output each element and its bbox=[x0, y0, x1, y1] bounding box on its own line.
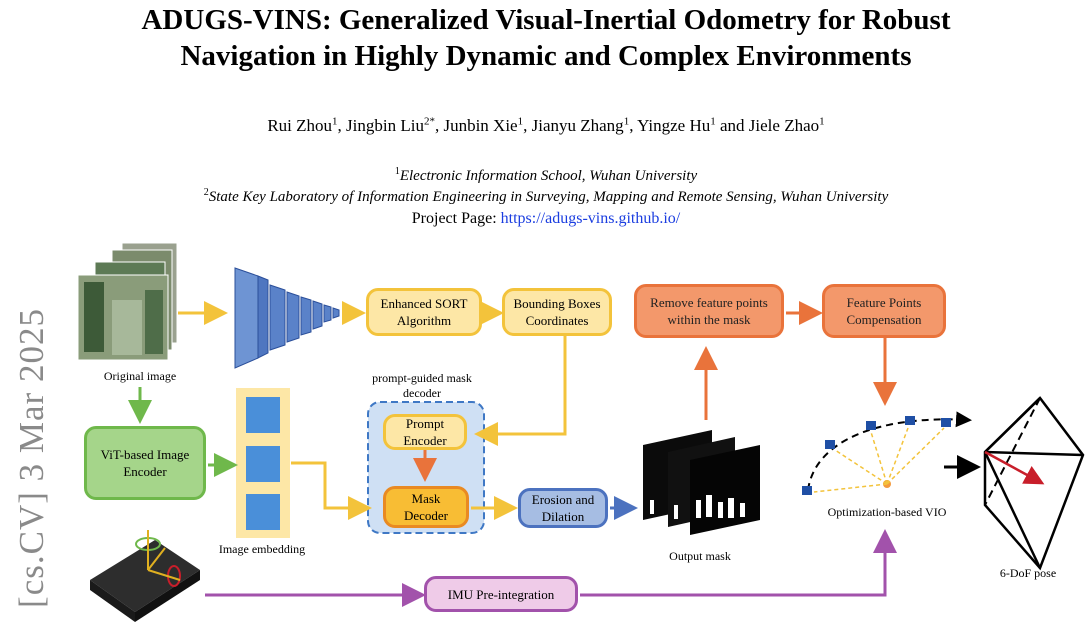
feature-compensation-node: Feature Points Compensation bbox=[822, 284, 946, 338]
output-mask-caption: Output mask bbox=[669, 549, 731, 563]
author: Junbin Xie1, bbox=[443, 115, 532, 135]
vit-encoder-node: ViT-based Image Encoder bbox=[84, 426, 206, 500]
output-mask-stack bbox=[643, 430, 760, 535]
remove-feature-points-node: Remove feature points within the mask bbox=[634, 284, 784, 338]
project-page: Project Page: https://adugs-vins.github.… bbox=[0, 210, 1092, 228]
imu-chip bbox=[90, 530, 200, 622]
vio-caption: Optimization-based VIO bbox=[827, 505, 947, 519]
original-image-caption: Original image bbox=[103, 369, 177, 383]
imu-preintegration-node: IMU Pre-integration bbox=[424, 576, 578, 612]
paper-title-line2: Navigation in Highly Dynamic and Complex… bbox=[180, 40, 912, 72]
cnn-layers bbox=[234, 267, 340, 369]
author: Jiele Zhao1 bbox=[748, 115, 825, 135]
pose-polyhedron bbox=[983, 396, 1085, 571]
vio-trajectory bbox=[802, 411, 972, 495]
image-embedding-caption: Image embedding bbox=[218, 542, 306, 556]
embedding-column bbox=[236, 388, 290, 538]
enhanced-sort-node: Enhanced SORT Algorithm bbox=[366, 288, 482, 336]
pose-caption: 6-DoF pose bbox=[999, 566, 1057, 580]
author: Yingze Hu1 and bbox=[637, 115, 749, 135]
affiliation-1: 1Electronic Information School, Wuhan Un… bbox=[394, 166, 698, 184]
bounding-boxes-node: Bounding Boxes Coordinates bbox=[502, 288, 612, 336]
author: Jianyu Zhang1, bbox=[531, 115, 638, 135]
prompt-encoder-node: Prompt Encoder bbox=[383, 414, 467, 450]
mask-decoder-node: Mask Decoder bbox=[383, 486, 469, 528]
arrows bbox=[128, 301, 981, 607]
original-image-stack bbox=[77, 242, 178, 361]
erosion-dilation-node: Erosion and Dilation bbox=[518, 488, 608, 528]
affiliation-2: 2State Key Laboratory of Information Eng… bbox=[203, 187, 889, 205]
paper-title-line1: ADUGS-VINS: Generalized Visual-Inertial … bbox=[141, 4, 951, 36]
project-label: Project Page: bbox=[411, 210, 501, 227]
decoder-group-caption: prompt-guided mask decoder bbox=[372, 371, 472, 400]
author-list: Rui Zhou1, Jingbin Liu2*, Junbin Xie1, J… bbox=[0, 115, 1092, 136]
author: Jingbin Liu2*, bbox=[346, 115, 444, 135]
author: Rui Zhou1, bbox=[267, 115, 347, 135]
project-link[interactable]: https://adugs-vins.github.io/ bbox=[500, 210, 681, 227]
